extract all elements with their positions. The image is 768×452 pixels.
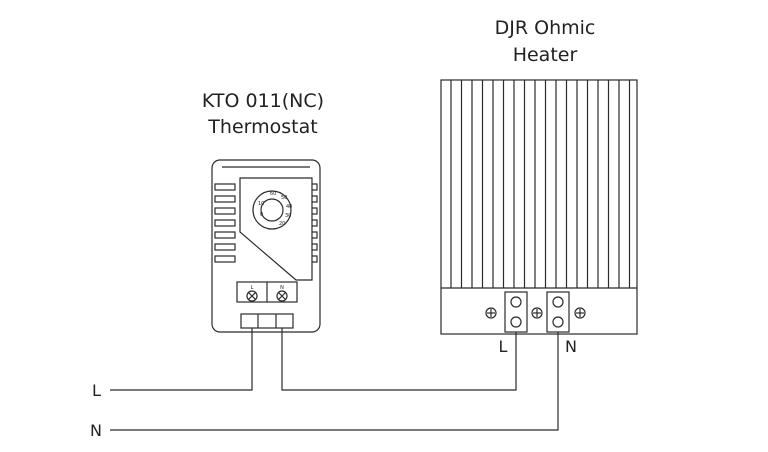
wire-thermostat-to-heater (281, 328, 517, 391)
line-wire-to-thermostat (110, 328, 253, 391)
thermostat-type-label: Thermostat (207, 116, 317, 138)
heater-mount-screw-left (485, 307, 497, 319)
heater-type-label: Heater (513, 44, 578, 66)
neutral-wire-to-heater (110, 332, 559, 431)
heater-mount-screw-right (574, 307, 586, 319)
dial-mark: 30 (285, 213, 291, 219)
supply-neutral-label: N (90, 421, 102, 440)
thermostat-screw-left (246, 290, 258, 302)
thermostat-terminal-n-label: N (280, 285, 284, 291)
heater-model-label: DJR Ohmic (495, 17, 596, 39)
heater-terminal-block-l (504, 291, 528, 333)
thermostat-model-label: KTO 011(NC) (202, 90, 324, 112)
heater-mount-screw-center (531, 307, 543, 319)
heater-housing (440, 79, 638, 335)
heater-device (440, 79, 638, 335)
dial-mark: 50 (281, 195, 287, 201)
thermostat-dial-marks: 60 50 40 30 20 10 0 (258, 191, 292, 227)
dial-mark: 40 (286, 204, 292, 210)
thermostat-left-grille (214, 183, 236, 263)
thermostat-dial-knob[interactable] (252, 190, 292, 230)
dial-mark: 10 (258, 201, 264, 207)
thermostat-housing (211, 159, 321, 333)
dial-mark: 60 (270, 191, 276, 197)
thermostat-terminal-l-label: L (251, 285, 254, 291)
thermostat-cable-clamp (240, 313, 294, 329)
heater-terminal-l-label: L (499, 337, 508, 356)
heater-fins (450, 80, 631, 288)
heater-terminal-n-label: N (565, 337, 577, 356)
thermostat-dial-center (260, 198, 284, 222)
thermostat-screw-right (276, 290, 288, 302)
thermostat-device (211, 159, 321, 333)
dial-mark: 20 (279, 221, 285, 227)
dial-mark: 0 (260, 212, 263, 218)
heater-terminal-block-n (546, 291, 570, 333)
supply-line-label: L (92, 381, 101, 400)
